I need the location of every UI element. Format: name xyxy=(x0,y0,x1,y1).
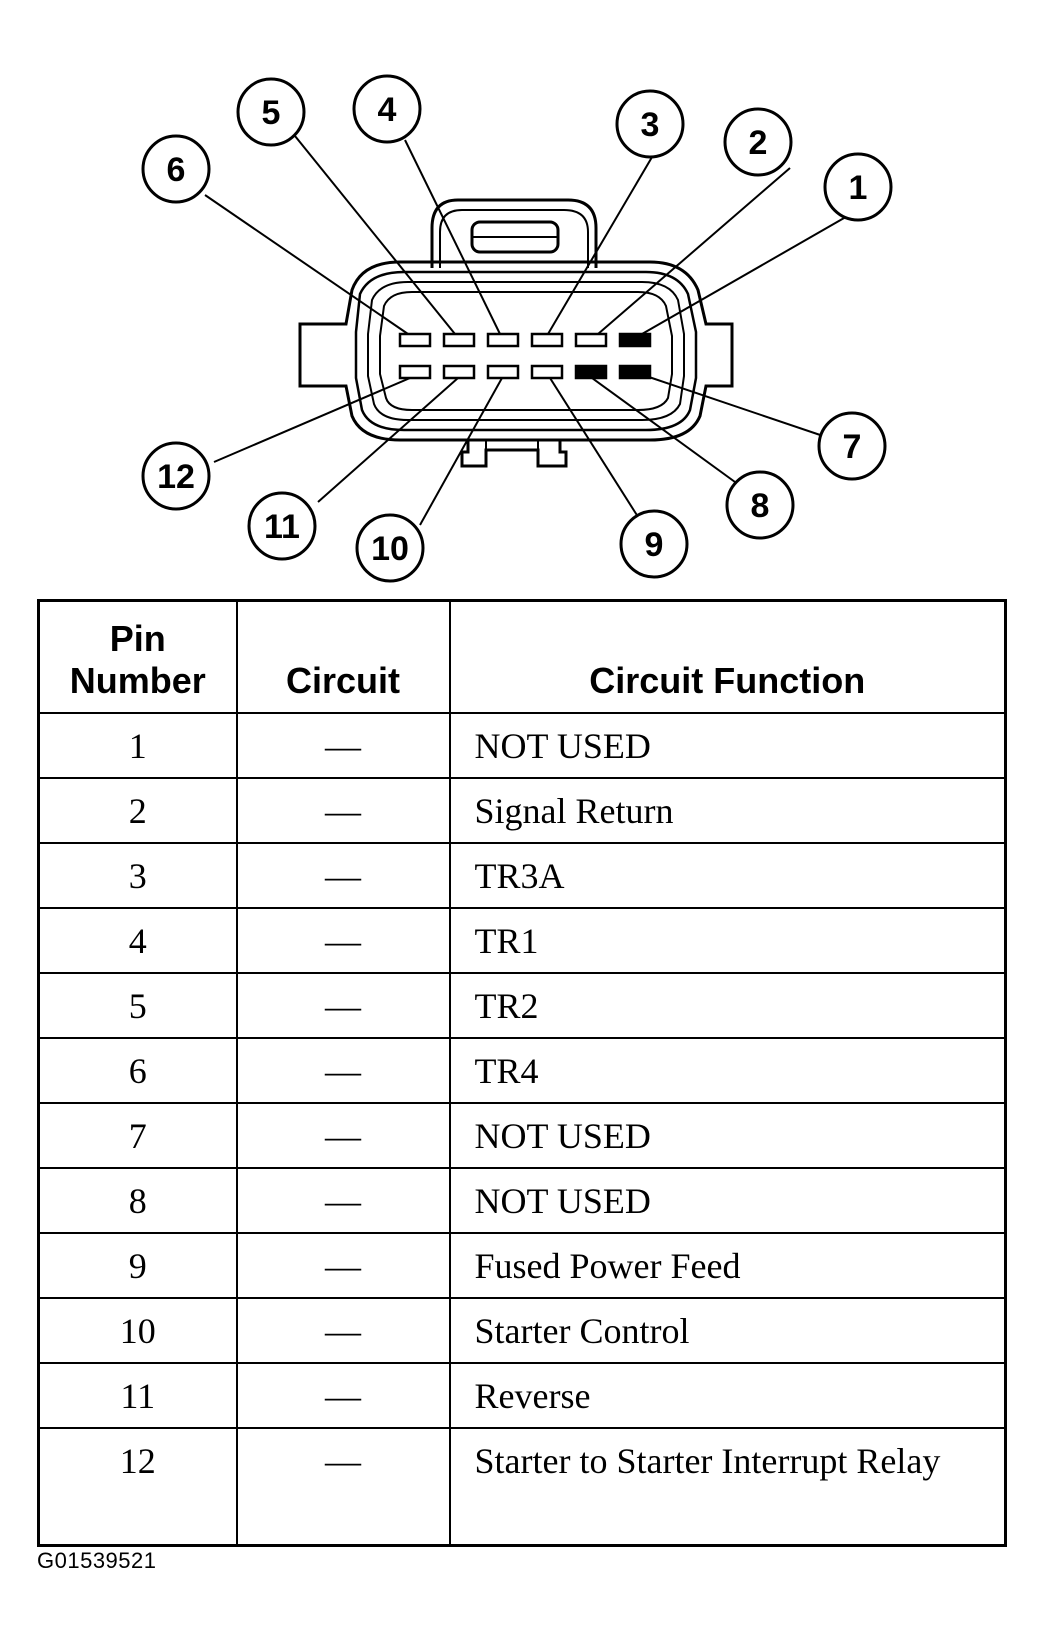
callout-1: 1 xyxy=(823,152,893,222)
terminal-3 xyxy=(530,332,564,348)
table-row: 8 — NOT USED xyxy=(37,1167,1007,1234)
circuit-cell: — xyxy=(235,1232,451,1299)
circuit-function-header: Circuit Function xyxy=(448,599,1007,714)
pin-number-cell: 11 xyxy=(37,1362,238,1429)
circuit-cell: — xyxy=(235,907,451,974)
circuit-cell: — xyxy=(235,712,451,779)
callout-2: 2 xyxy=(723,107,793,177)
circuit-function-cell: Fused Power Feed xyxy=(448,1232,1007,1299)
pin-number-cell: 10 xyxy=(37,1297,238,1364)
callout-6: 6 xyxy=(141,134,211,204)
table-row: 11 — Reverse xyxy=(37,1362,1007,1429)
callout-12-label: 12 xyxy=(157,458,195,496)
pin-number-cell: 9 xyxy=(37,1232,238,1299)
pinout-table: Pin Number Circuit Circuit Function 1 — … xyxy=(37,599,1007,1547)
circuit-cell: — xyxy=(235,1037,451,1104)
circuit-cell: — xyxy=(235,1427,451,1547)
circuit-cell: — xyxy=(235,777,451,844)
circuit-function-cell: Signal Return xyxy=(448,777,1007,844)
table-row: 6 — TR4 xyxy=(37,1037,1007,1104)
circuit-cell: — xyxy=(235,1362,451,1429)
terminal-7 xyxy=(618,364,652,380)
table-row: 5 — TR2 xyxy=(37,972,1007,1039)
table-row: 3 — TR3A xyxy=(37,842,1007,909)
pin-number-cell: 2 xyxy=(37,777,238,844)
pin-number-cell: 12 xyxy=(37,1427,238,1547)
terminal-8 xyxy=(574,364,608,380)
circuit-cell: — xyxy=(235,1102,451,1169)
terminal-12 xyxy=(398,364,432,380)
callouts: 1 2 3 4 5 6 7 8 xyxy=(141,74,893,583)
circuit-function-cell: NOT USED xyxy=(448,1102,1007,1169)
terminal-2 xyxy=(574,332,608,348)
terminal-10 xyxy=(486,364,520,380)
table-row: 10 — Starter Control xyxy=(37,1297,1007,1364)
circuit-function-cell: TR2 xyxy=(448,972,1007,1039)
callout-4: 4 xyxy=(352,74,422,144)
terminal-11 xyxy=(442,364,476,380)
terminal-5 xyxy=(442,332,476,348)
circuit-function-cell: NOT USED xyxy=(448,1167,1007,1234)
terminal-9 xyxy=(530,364,564,380)
callout-3: 3 xyxy=(615,89,685,159)
circuit-function-cell: Starter to Starter Interrupt Relay xyxy=(448,1427,1007,1547)
callout-8: 8 xyxy=(725,470,795,540)
circuit-cell: — xyxy=(235,972,451,1039)
pin-number-cell: 1 xyxy=(37,712,238,779)
callout-1-label: 1 xyxy=(849,169,868,207)
circuit-cell: — xyxy=(235,1297,451,1364)
circuit-header: Circuit xyxy=(235,599,451,714)
callout-5: 5 xyxy=(236,77,306,147)
circuit-function-cell: Reverse xyxy=(448,1362,1007,1429)
table-row: 12 — Starter to Starter Interrupt Relay xyxy=(37,1427,1007,1547)
pin-number-cell: 7 xyxy=(37,1102,238,1169)
circuit-cell: — xyxy=(235,1167,451,1234)
table-row: 2 — Signal Return xyxy=(37,777,1007,844)
table-row: 7 — NOT USED xyxy=(37,1102,1007,1169)
circuit-function-cell: TR3A xyxy=(448,842,1007,909)
table-row: 9 — Fused Power Feed xyxy=(37,1232,1007,1299)
callout-3-label: 3 xyxy=(641,106,660,144)
pin-number-cell: 5 xyxy=(37,972,238,1039)
callout-9-label: 9 xyxy=(645,526,664,564)
circuit-cell: — xyxy=(235,842,451,909)
table-row: 1 — NOT USED xyxy=(37,712,1007,779)
callout-12: 12 xyxy=(141,441,211,511)
pin-number-cell: 6 xyxy=(37,1037,238,1104)
table-row: 4 — TR1 xyxy=(37,907,1007,974)
pin-number-cell: 4 xyxy=(37,907,238,974)
callout-7: 7 xyxy=(817,411,887,481)
terminal-1 xyxy=(618,332,652,348)
terminal-4 xyxy=(486,332,520,348)
pin-header-line2: Number xyxy=(69,660,206,701)
callout-11: 11 xyxy=(247,491,317,561)
circuit-function-cell: TR4 xyxy=(448,1037,1007,1104)
callout-4-label: 4 xyxy=(378,91,397,129)
callout-9: 9 xyxy=(619,509,689,579)
pin-number-cell: 8 xyxy=(37,1167,238,1234)
pin-number-header: Pin Number xyxy=(37,599,238,714)
pin-header-line1: Pin xyxy=(109,618,166,659)
circuit-function-cell: TR1 xyxy=(448,907,1007,974)
connector-diagram: 1 2 3 4 5 6 7 8 xyxy=(141,74,893,583)
table-header-row: Pin Number Circuit Circuit Function xyxy=(37,599,1007,714)
terminal-6 xyxy=(398,332,432,348)
figure-id: G01539521 xyxy=(37,1548,157,1573)
pin-number-cell: 3 xyxy=(37,842,238,909)
circuit-function-cell: Starter Control xyxy=(448,1297,1007,1364)
callout-10: 10 xyxy=(355,513,425,583)
circuit-function-cell: NOT USED xyxy=(448,712,1007,779)
callout-7-label: 7 xyxy=(843,428,862,466)
callout-11-label: 11 xyxy=(264,508,300,546)
pin-terminals xyxy=(398,332,652,380)
callout-6-label: 6 xyxy=(167,151,186,189)
callout-5-label: 5 xyxy=(262,94,281,132)
callout-2-label: 2 xyxy=(749,124,768,162)
callout-8-label: 8 xyxy=(751,487,770,525)
leader-lines xyxy=(204,135,859,526)
callout-10-label: 10 xyxy=(371,530,409,568)
